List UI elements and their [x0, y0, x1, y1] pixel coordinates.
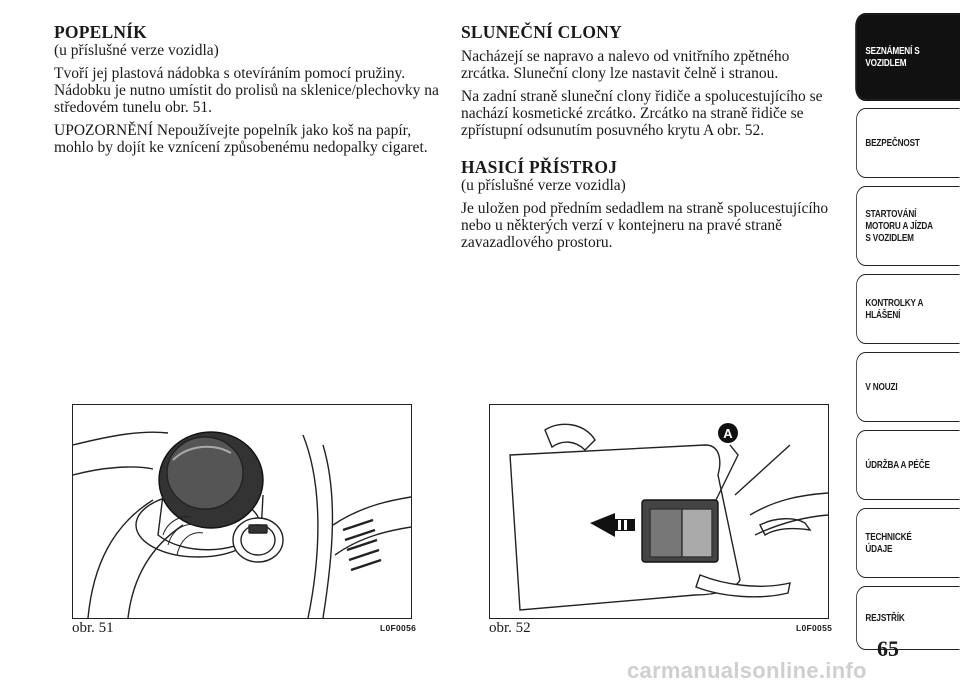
extinguisher-title: HASICÍ PŘÍSTROJ [461, 157, 618, 177]
callout-a: A [718, 423, 738, 443]
figure-51-code: L0F0056 [380, 623, 417, 633]
sun-visors-title: SLUNEČNÍ CLONY [461, 22, 622, 42]
ashtray-warning: UPOZORNĚNÍ Nepoužívejte popelník jako ko… [54, 122, 428, 156]
extinguisher-paragraph: Je uložen pod předním sedadlem na straně… [461, 200, 829, 251]
svg-text:A: A [723, 426, 733, 441]
sun-visors-paragraph-1: Nacházejí se napravo a nalevo od vnitřní… [461, 48, 790, 82]
tab-seznameni[interactable]: SEZNÁMENÍ S VOZIDLEM [856, 14, 960, 100]
sun-visor-illustration: A [509, 423, 828, 611]
tab-bezpecnost[interactable]: BEZPEČNOST [856, 108, 960, 178]
tab-startovani[interactable]: STARTOVÁNÍ MOTORU A JÍZDA S VOZIDLEM [856, 186, 960, 266]
figure-sun-visor: A [489, 404, 829, 619]
figure-ashtray [72, 404, 412, 619]
right-column: SLUNEČNÍ CLONY Nacházejí se napravo a na… [461, 22, 841, 257]
figure-52-code: L0F0055 [796, 623, 833, 633]
figure-52-caption: obr. 52 [489, 620, 531, 636]
arrow-left-icon [590, 513, 635, 537]
ashtray-illustration [73, 431, 411, 618]
watermark: carmanualsonline.info [627, 658, 867, 683]
tab-rejstrik[interactable]: REJSTŘÍK [856, 586, 960, 650]
page-number: 65 [877, 636, 899, 661]
sun-visors-paragraph-2: Na zadní straně sluneční clony řidiče a … [461, 88, 823, 139]
tab-v-nouzi[interactable]: V NOUZI [856, 352, 960, 422]
extinguisher-subtitle: (u příslušné verze vozidla) [461, 177, 626, 194]
tab-technicke-udaje[interactable]: TECHNICKÉ ÚDAJE [856, 508, 960, 578]
ashtray-title: POPELNÍK [54, 22, 147, 42]
tab-udrzba[interactable]: ÚDRŽBA A PÉČE [856, 430, 960, 500]
ashtray-subtitle: (u příslušné verze vozidla) [54, 42, 219, 59]
ashtray-paragraph: Tvoří jej plastová nádobka s otevíráním … [54, 65, 439, 116]
tab-kontrolky[interactable]: KONTROLKY A HLÁŠENÍ [856, 274, 960, 344]
left-column: POPELNÍK (u příslušné verze vozidla) Tvo… [54, 22, 439, 162]
figure-51-caption: obr. 51 [72, 620, 114, 636]
